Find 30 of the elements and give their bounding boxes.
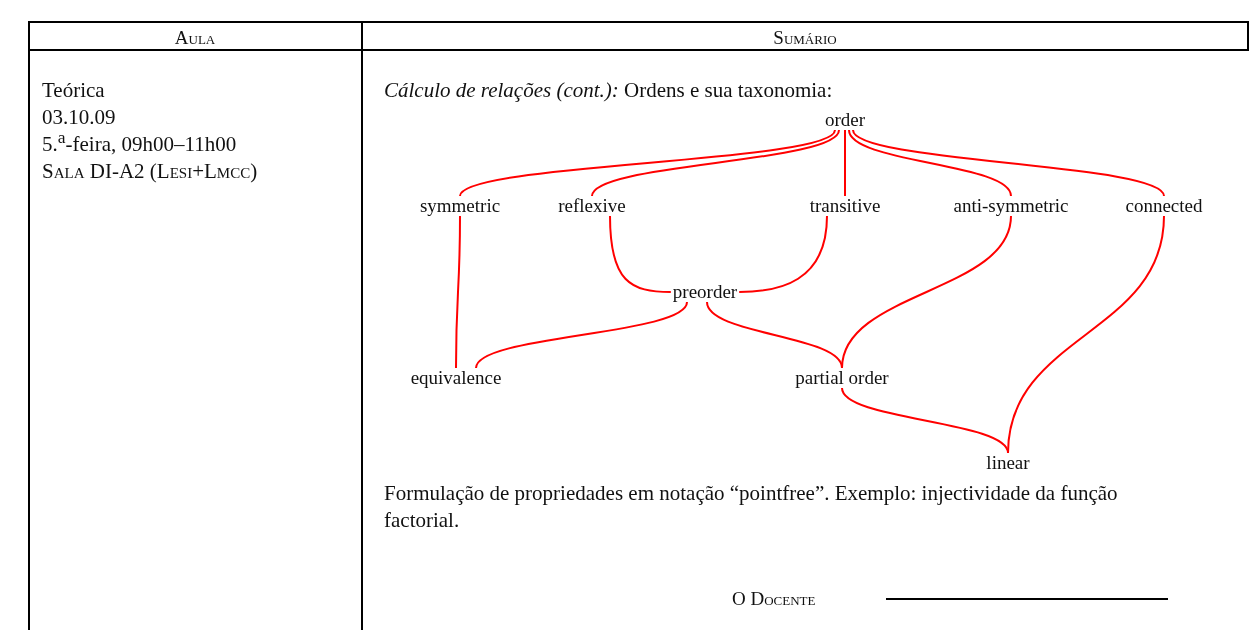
concept-label: equivalence — [408, 368, 504, 388]
connector-line — [841, 215, 1012, 369]
concept-label: partial order — [793, 368, 891, 388]
class-room: Sala DI-A2 (Lesi+Lmcc) — [42, 158, 258, 185]
class-date: 03.10.09 — [42, 104, 116, 131]
connector-line — [591, 129, 840, 197]
concept-label: order — [822, 110, 868, 130]
connector-line — [848, 129, 1012, 197]
concept-label: anti-symmetric — [951, 196, 1071, 216]
concept-label: preorder — [670, 282, 740, 302]
class-time: 5.$^{a}$-feira, 09h00–11h00 — [42, 131, 237, 158]
connector-line — [844, 129, 846, 197]
concept-label: connected — [1123, 196, 1205, 216]
summary-paragraph: Formulação de propriedades em notação “pointfree”. Exemplo: injectividade da função factorial. — [384, 480, 1119, 534]
connector-line — [852, 129, 1165, 197]
class-type: Teórica — [42, 77, 105, 104]
concept-label: reflexive — [556, 196, 628, 216]
summary-heading: Cálculo de relações (cont.): Ordens e sua taxonomia: — [384, 77, 833, 104]
column-header: Sumário — [773, 27, 837, 49]
connector-line — [609, 215, 672, 293]
connector-line — [455, 215, 461, 369]
column-header: Aula — [174, 27, 216, 49]
connector-line — [459, 129, 836, 197]
connector-line — [1007, 215, 1165, 454]
concept-label: symmetric — [417, 196, 503, 216]
connector-line — [475, 301, 688, 369]
connector-line — [738, 215, 828, 293]
concept-label: transitive — [807, 196, 883, 216]
signature-caption: O Docente — [732, 587, 816, 611]
concept-label: linear — [984, 453, 1032, 473]
